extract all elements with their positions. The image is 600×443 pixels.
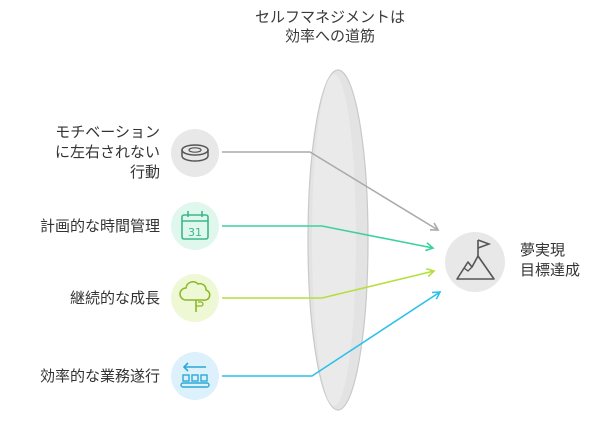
lens-shape bbox=[307, 69, 369, 411]
mountain-flag-icon bbox=[445, 232, 505, 292]
goal-label-line: 夢実現 bbox=[520, 241, 566, 259]
conveyor-icon bbox=[171, 352, 219, 400]
tree-icon bbox=[171, 274, 219, 322]
item-label-line: 計画的な時間管理 bbox=[39, 217, 160, 235]
item-label-growth: 継続的な成長 bbox=[70, 288, 160, 308]
item-label-line: 継続的な成長 bbox=[69, 289, 160, 307]
goal-label-line: 目標達成 bbox=[520, 261, 581, 279]
title-line-1: セルフマネジメントは bbox=[254, 8, 405, 26]
item-label-efficiency: 効率的な業務遂行 bbox=[40, 366, 160, 386]
item-label-line: 効率的な業務遂行 bbox=[39, 367, 160, 385]
item-label-line: 行動 bbox=[129, 163, 160, 181]
connector-motivation bbox=[222, 151, 440, 231]
goal-label: 夢実現 目標達成 bbox=[520, 240, 580, 280]
item-label-line: モチベーション bbox=[55, 123, 160, 141]
connector-efficiency bbox=[222, 291, 442, 377]
item-label-time-management: 計画的な時間管理 bbox=[40, 216, 160, 236]
diagram-title: セルフマネジメントは 効率への道筋 bbox=[230, 8, 430, 46]
item-label-line: に左右されない bbox=[54, 143, 160, 161]
connector-growth bbox=[222, 267, 436, 299]
calendar-icon: 31 bbox=[171, 202, 219, 250]
title-line-2: 効率への道筋 bbox=[284, 27, 375, 45]
coin-stack-icon bbox=[171, 129, 219, 177]
calendar-day-text: 31 bbox=[188, 226, 202, 239]
item-label-motivation: モチベーション に左右されない 行動 bbox=[55, 122, 160, 182]
connector-time-management bbox=[222, 225, 435, 252]
